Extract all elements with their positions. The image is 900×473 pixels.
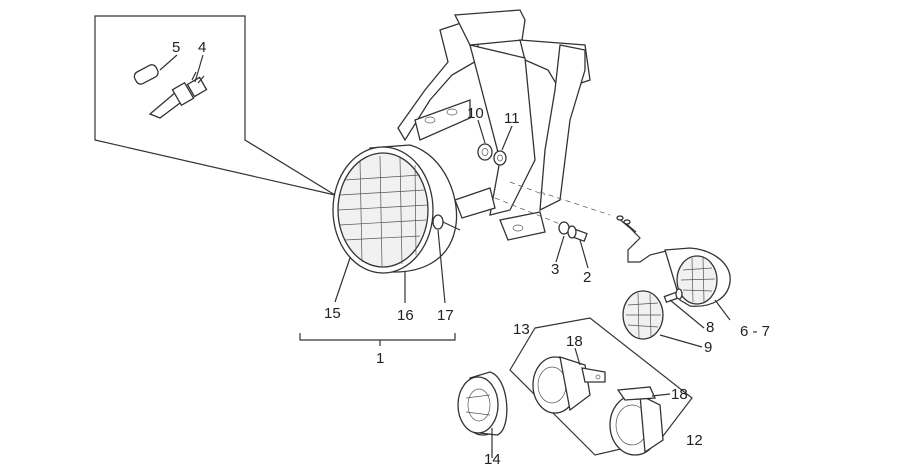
callout-18-lower: 18 [671,386,688,403]
callout-14: 14 [484,451,501,468]
bulb-headlight-part-4 [148,71,208,119]
callout-6-7: 6 - 7 [740,323,770,340]
callout-1: 1 [376,350,384,367]
bulb-inset-frame [94,15,336,196]
horn-upper [532,356,606,414]
headlight-bolt-part-17 [432,214,461,231]
callout-13: 13 [513,321,530,338]
headlight-assembly [332,144,461,274]
washer-part-11 [493,150,507,166]
callout-9: 9 [704,339,712,356]
callout-18-upper: 18 [566,333,583,350]
headlight-lens-part-15 [337,152,429,268]
indicator-lens-part-9 [622,290,664,340]
callout-5: 5 [172,39,180,56]
headlight-bracket-frame [397,9,591,241]
horn-cover-part-14 [457,371,508,436]
horn-lower [609,386,664,456]
indicator-screw-part-8 [663,288,683,304]
callout-12: 12 [686,432,703,449]
callout-3: 3 [551,261,559,278]
callout-11: 11 [504,110,520,127]
callout-17: 17 [437,307,454,324]
callout-8: 8 [706,319,714,336]
callout-10: 10 [467,105,484,122]
headlight-group-brace [299,333,456,341]
nut-part-10 [477,143,493,161]
callout-2: 2 [583,269,591,286]
callout-16: 16 [397,307,414,324]
bulb-small-part-5 [133,64,159,85]
callout-15: 15 [324,305,341,322]
screw-part-2 [567,225,588,242]
callout-4: 4 [198,39,206,56]
